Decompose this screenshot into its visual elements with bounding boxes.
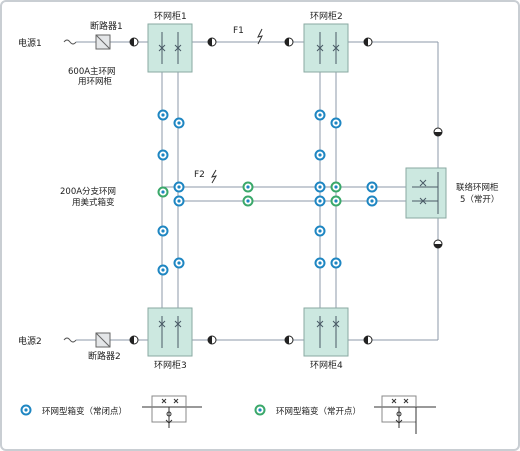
- closed-point-icon: [314, 195, 326, 207]
- legend-closed-label: 环网型箱变（常闭点）: [42, 406, 127, 417]
- branch-note-line2: 用美式箱变: [72, 197, 115, 208]
- node-icon: [433, 239, 443, 249]
- open-point-icon: [242, 195, 254, 207]
- closed-point-icon: [157, 264, 169, 276]
- open-box-symbol: [374, 395, 436, 434]
- closed-point-icon: [314, 181, 326, 193]
- open-point-icon: [157, 186, 169, 198]
- main-rmu-note-line1: 600A主环网: [68, 66, 116, 77]
- legend-open-label: 环网型箱变（常开点）: [276, 406, 361, 417]
- closed-point-icon: [366, 181, 378, 193]
- node-icon: [129, 335, 139, 345]
- node-icon: [129, 37, 139, 47]
- node-icon: [284, 335, 294, 345]
- closed-box-symbol: [142, 395, 202, 428]
- ac-source-icon: [63, 39, 77, 45]
- closed-point-icon: [314, 225, 326, 237]
- closed-point-icon: [157, 109, 169, 121]
- node-icon: [284, 37, 294, 47]
- legend-closed-icon: [20, 404, 32, 416]
- rmu4-label: 环网柜4: [310, 359, 343, 371]
- main-rmu-note-line2: 用环网柜: [78, 76, 113, 87]
- rmu3: [147, 307, 193, 357]
- closed-point-icon: [314, 109, 326, 121]
- open-point-icon: [242, 181, 254, 193]
- rmu2-label: 环网柜2: [310, 10, 343, 22]
- closed-point-icon: [173, 117, 185, 129]
- rmu3-label: 环网柜3: [154, 359, 187, 371]
- breaker2-label: 断路器2: [88, 350, 121, 362]
- closed-point-icon: [330, 257, 342, 269]
- legend-open-icon: [254, 404, 266, 416]
- closed-point-icon: [366, 195, 378, 207]
- rmu1-label: 环网柜1: [154, 10, 187, 22]
- node-icon: [433, 127, 443, 137]
- node-icon: [207, 37, 217, 47]
- rmu4: [303, 307, 349, 357]
- rmu2: [303, 23, 349, 73]
- closed-point-icon: [330, 117, 342, 129]
- node-icon: [207, 335, 217, 345]
- node-icon: [363, 37, 373, 47]
- closed-point-icon: [314, 149, 326, 161]
- fault-f2-label: F2: [194, 170, 205, 180]
- network-lines: [76, 41, 439, 341]
- rmu1: [147, 23, 193, 73]
- closed-point-icon: [173, 257, 185, 269]
- closed-point-icon: [314, 257, 326, 269]
- closed-point-icon: [157, 225, 169, 237]
- ac-source-icon: [63, 337, 77, 343]
- source2-label: 电源2: [18, 335, 42, 347]
- fault-f1-label: F1: [233, 26, 244, 36]
- open-point-icon: [330, 195, 342, 207]
- open-point-icon: [330, 181, 342, 193]
- closed-point-icon: [173, 181, 185, 193]
- branch-note-line1: 200A分支环网: [60, 186, 116, 197]
- lightning-icon: [257, 28, 263, 45]
- closed-point-icon: [157, 149, 169, 161]
- node-icon: [363, 335, 373, 345]
- tie-rmu-label: 联络环网柜: [456, 182, 499, 193]
- closed-point-icon: [173, 195, 185, 207]
- source1-label: 电源1: [18, 37, 42, 49]
- tie-rmu-state: 5（常开）: [460, 194, 499, 205]
- breaker1-label: 断路器1: [90, 20, 123, 32]
- lightning-icon: [210, 169, 218, 184]
- tie-rmu5: [405, 167, 447, 219]
- breaker1-icon: [95, 34, 111, 50]
- breaker2-icon: [95, 332, 111, 348]
